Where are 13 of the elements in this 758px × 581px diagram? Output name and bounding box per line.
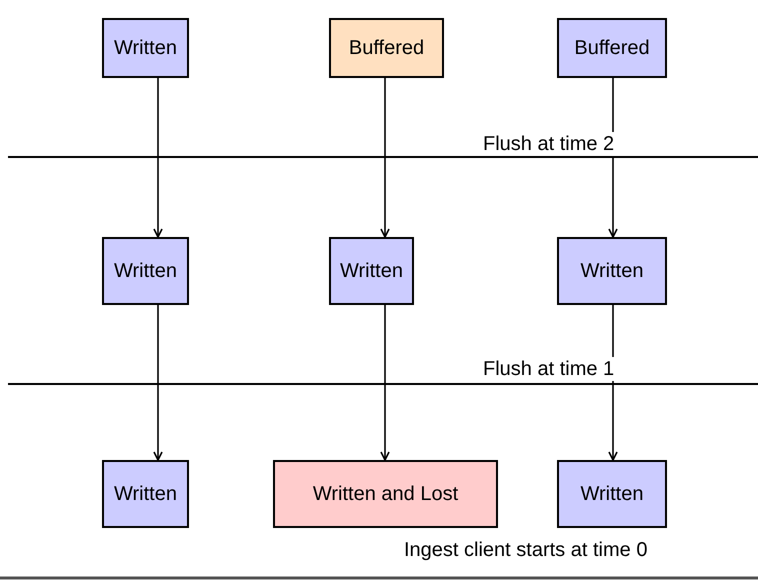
state-box: Written bbox=[102, 237, 189, 305]
arrow bbox=[380, 305, 390, 461]
state-box: Written bbox=[102, 18, 189, 78]
state-box: Written bbox=[329, 237, 414, 305]
arrow bbox=[153, 78, 163, 238]
state-box: Written bbox=[102, 460, 189, 528]
arrow bbox=[380, 78, 390, 238]
arrow bbox=[153, 305, 163, 461]
state-box: Buffered bbox=[557, 18, 667, 78]
state-box: Written bbox=[557, 237, 667, 305]
state-box: Written and Lost bbox=[273, 460, 498, 528]
state-box: Written bbox=[557, 460, 667, 528]
state-box: Buffered bbox=[329, 18, 444, 78]
